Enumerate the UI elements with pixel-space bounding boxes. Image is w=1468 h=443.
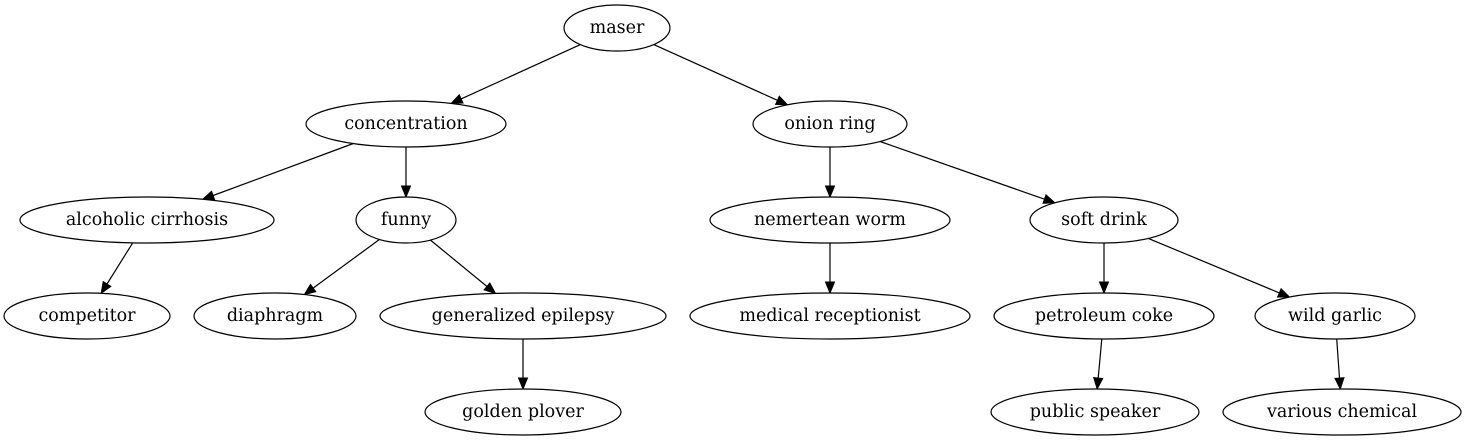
node-maser: maser	[563, 4, 671, 52]
node-alcoholic-cirrhosis: alcoholic cirrhosis	[19, 196, 275, 244]
arrowhead-icon	[1098, 281, 1110, 295]
edge-line	[1336, 338, 1341, 379]
arrowhead-icon	[201, 190, 216, 201]
arrowhead-icon	[1276, 287, 1291, 298]
arrowhead-icon	[303, 283, 317, 296]
edge-onion-ring-to-soft-drink	[879, 140, 1057, 204]
arrowhead-icon	[483, 282, 497, 295]
edge-line	[106, 242, 134, 285]
node-golden-plover: golden plover	[424, 388, 622, 436]
node-ellipse	[752, 100, 908, 148]
node-soft-drink: soft drink	[1029, 196, 1179, 244]
arrowhead-icon	[774, 95, 789, 106]
node-label: petroleum coke	[1035, 306, 1173, 326]
edge-line	[653, 44, 778, 101]
edge-soft-drink-to-petroleum-coke	[1098, 243, 1110, 295]
node-label: wild garlic	[1288, 306, 1382, 326]
edge-line	[212, 142, 354, 197]
edge-line	[879, 140, 1045, 200]
edge-maser-to-concentration	[449, 44, 581, 105]
node-label: various chemical	[1266, 402, 1417, 422]
edge-line	[312, 239, 380, 289]
edge-line	[430, 239, 488, 287]
node-ellipse	[424, 388, 622, 436]
arrowhead-icon	[824, 281, 836, 295]
node-ellipse	[193, 292, 357, 340]
node-ellipse	[1222, 388, 1462, 436]
edge-alcoholic-cirrhosis-to-competitor	[100, 242, 134, 295]
node-label: funny	[381, 210, 431, 230]
node-ellipse	[689, 292, 971, 340]
edge-concentration-to-alcoholic-cirrhosis	[201, 142, 354, 201]
edge-onion-ring-to-nemertean-worm	[824, 147, 836, 199]
edges-layer	[100, 44, 1345, 391]
arrowhead-icon	[1334, 377, 1345, 391]
node-ellipse	[355, 196, 457, 244]
node-nemertean-worm: nemertean worm	[709, 196, 951, 244]
node-petroleum-coke: petroleum coke	[993, 292, 1215, 340]
node-competitor: competitor	[3, 292, 171, 340]
node-ellipse	[1029, 196, 1179, 244]
node-ellipse	[1254, 292, 1416, 340]
node-label: soft drink	[1061, 210, 1147, 230]
node-label: medical receptionist	[739, 306, 920, 326]
node-diaphragm: diaphragm	[193, 292, 357, 340]
edge-funny-to-diaphragm	[303, 239, 380, 296]
node-label: generalized epilepsy	[432, 306, 615, 326]
arrowhead-icon	[517, 377, 529, 391]
edge-line	[460, 44, 581, 100]
edge-petroleum-coke-to-public-speaker	[1093, 338, 1104, 391]
node-concentration: concentration	[305, 100, 507, 148]
node-label: diaphragm	[227, 306, 324, 326]
node-generalized-epilepsy: generalized epilepsy	[379, 292, 667, 340]
node-ellipse	[379, 292, 667, 340]
node-medical-receptionist: medical receptionist	[689, 292, 971, 340]
node-ellipse	[709, 196, 951, 244]
node-various-chemical: various chemical	[1222, 388, 1462, 436]
arrowhead-icon	[100, 280, 112, 295]
node-label: concentration	[344, 114, 467, 134]
node-wild-garlic: wild garlic	[1254, 292, 1416, 340]
node-funny: funny	[355, 196, 457, 244]
edge-nemertean-worm-to-medical-receptionist	[824, 243, 836, 295]
edge-wild-garlic-to-various-chemical	[1334, 338, 1345, 391]
node-label: nemertean worm	[754, 210, 906, 230]
node-label: competitor	[38, 306, 136, 326]
arrowhead-icon	[449, 93, 464, 105]
node-ellipse	[305, 100, 507, 148]
nodes-layer: maser concentration onion ring alcoholic ci…	[3, 4, 1462, 436]
arrowhead-icon	[400, 185, 412, 199]
edge-funny-to-generalized-epilepsy	[430, 239, 497, 295]
node-label: public speaker	[1030, 402, 1161, 422]
node-onion-ring: onion ring	[752, 100, 908, 148]
node-public-speaker: public speaker	[990, 388, 1200, 436]
edge-maser-to-onion-ring	[653, 44, 789, 106]
arrowhead-icon	[1093, 377, 1104, 391]
edge-generalized-epilepsy-to-golden-plover	[517, 339, 529, 391]
node-label: onion ring	[784, 114, 875, 134]
node-label: maser	[590, 18, 645, 38]
node-label: alcoholic cirrhosis	[66, 210, 228, 230]
node-ellipse	[990, 388, 1200, 436]
node-ellipse	[19, 196, 275, 244]
arrowhead-icon	[824, 185, 836, 199]
edge-line	[1097, 338, 1103, 379]
node-ellipse	[3, 292, 171, 340]
arrowhead-icon	[1042, 194, 1057, 204]
edge-line	[1148, 237, 1280, 294]
node-label: golden plover	[462, 402, 584, 422]
edge-soft-drink-to-wild-garlic	[1148, 237, 1291, 298]
node-ellipse	[993, 292, 1215, 340]
node-ellipse	[563, 4, 671, 52]
edge-concentration-to-funny	[400, 147, 412, 199]
